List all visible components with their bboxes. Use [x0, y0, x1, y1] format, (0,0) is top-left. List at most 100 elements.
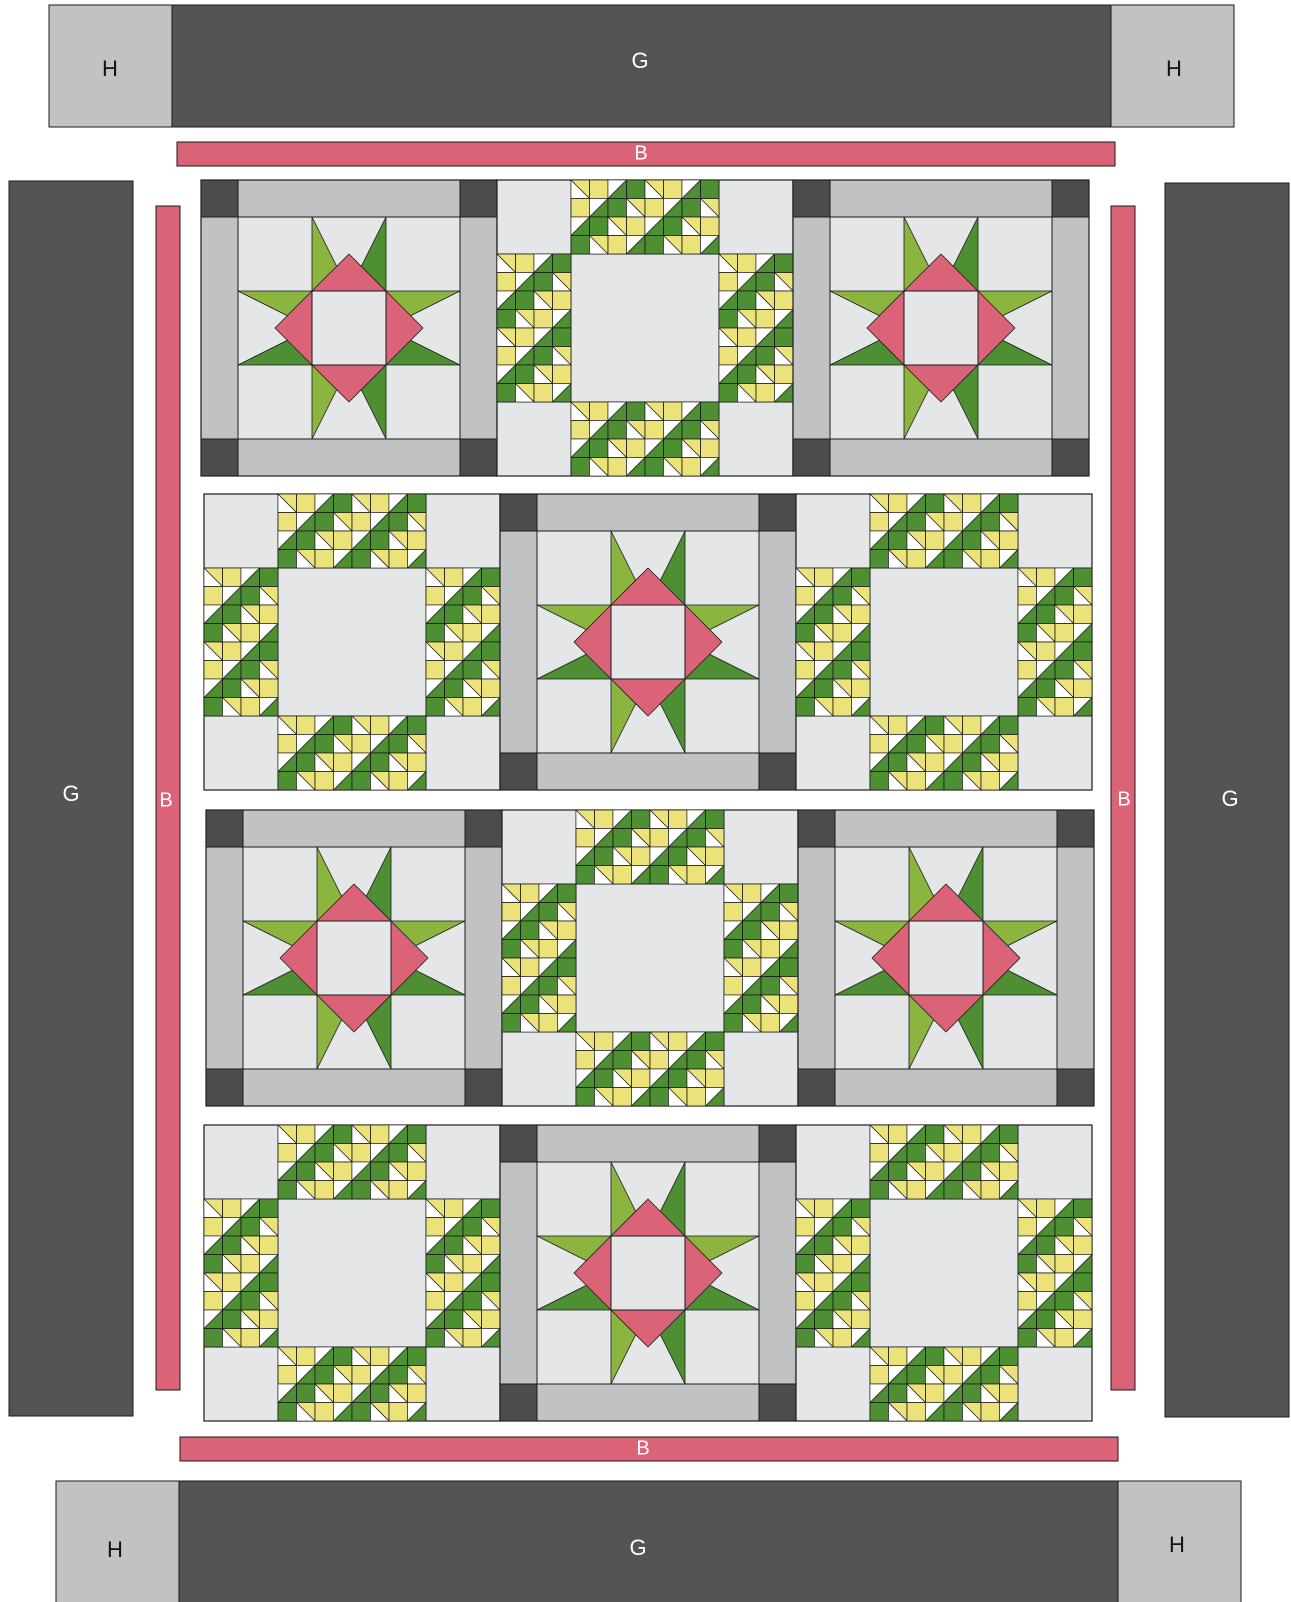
chain-strip-square — [534, 347, 553, 366]
chain-strip-square — [576, 1051, 595, 1070]
chain-strip-square — [571, 199, 590, 218]
chain-strip-square — [278, 550, 297, 569]
chain-strip-square — [627, 402, 646, 421]
chain-unit — [870, 494, 944, 568]
sashing-cornerstone — [460, 180, 497, 217]
chain-strip-square — [497, 384, 516, 403]
chain-unit — [870, 716, 944, 790]
chain-center-square — [278, 1199, 426, 1347]
chain-strip-square — [963, 531, 982, 550]
chain-strip-square — [223, 605, 242, 624]
chain-strip-square — [650, 866, 669, 885]
chain-strip-square — [907, 1403, 926, 1422]
chain-strip-square — [426, 624, 445, 643]
sashing-cornerstone — [500, 1125, 537, 1162]
chain-strip-square — [1055, 1255, 1074, 1274]
chain-unit — [278, 1125, 352, 1199]
chain-strip-square — [796, 1292, 815, 1311]
chain-strip-square — [260, 568, 279, 587]
chain-strip-square — [371, 531, 390, 550]
chain-strip-square — [743, 995, 762, 1014]
chain-strip-square — [687, 1051, 706, 1070]
chain-strip-square — [260, 679, 279, 698]
chain-strip-square — [701, 402, 720, 421]
chain-strip-square — [796, 1255, 815, 1274]
chain-strip-square — [761, 1014, 780, 1033]
chain-strip-square — [1018, 587, 1037, 606]
chain-strip-square — [756, 384, 775, 403]
star-block — [500, 1125, 796, 1421]
chain-unit — [944, 1347, 1018, 1421]
chain-strip-square — [889, 1347, 908, 1366]
chain-strip-square — [907, 1144, 926, 1163]
star-center-square — [909, 921, 983, 995]
chain-strip-square — [539, 940, 558, 959]
chain-strip-square — [926, 1384, 945, 1403]
chain-strip-square — [775, 365, 794, 384]
chain-strip-square — [981, 772, 1000, 791]
chain-strip-square — [926, 531, 945, 550]
chain-strip-square — [963, 753, 982, 772]
chain-strip-square — [926, 1162, 945, 1181]
chain-unit — [870, 1125, 944, 1199]
chain-strip-square — [608, 236, 627, 255]
chain-strip-square — [963, 716, 982, 735]
chain-strip-square — [278, 513, 297, 532]
chain-strip-square — [775, 328, 794, 347]
chain-unit — [571, 180, 645, 254]
chain-strip-square — [907, 1181, 926, 1200]
chain-strip-square — [521, 921, 540, 940]
chain-strip-square — [632, 1032, 651, 1051]
chain-strip-square — [278, 1403, 297, 1422]
chain-strip-square — [371, 716, 390, 735]
chain-strip-square — [576, 1088, 595, 1107]
chain-unit — [944, 1125, 1018, 1199]
chain-strip-square — [645, 458, 664, 477]
chain-strip-square — [780, 884, 799, 903]
chain-strip-square — [669, 810, 688, 829]
chain-strip-square — [701, 217, 720, 236]
chain-strip-square — [889, 753, 908, 772]
chain-strip-square — [815, 1273, 834, 1292]
chain-strip-square — [590, 180, 609, 199]
chain-strip-square — [669, 1069, 688, 1088]
chain-strip-square — [315, 1144, 334, 1163]
star-block — [201, 180, 497, 476]
chain-unit — [502, 958, 576, 1032]
chain-strip-square — [571, 236, 590, 255]
chain-strip-square — [445, 642, 464, 661]
star-block — [798, 810, 1094, 1106]
chain-strip-square — [870, 1144, 889, 1163]
chain-strip-square — [389, 1144, 408, 1163]
chain-strip-square — [613, 866, 632, 885]
chain-strip-square — [539, 1014, 558, 1033]
bottom-outer-border — [56, 1481, 1241, 1602]
chain-strip-square — [870, 772, 889, 791]
chain-unit — [796, 642, 870, 716]
chain-strip-square — [445, 605, 464, 624]
chain-strip-square — [463, 1218, 482, 1237]
chain-strip-square — [223, 568, 242, 587]
chain-unit — [719, 328, 793, 402]
chain-strip-square — [502, 940, 521, 959]
chain-strip-square — [870, 550, 889, 569]
chain-strip-square — [632, 1069, 651, 1088]
chain-strip-square — [613, 829, 632, 848]
chain-unit — [944, 494, 1018, 568]
chain-strip-square — [1000, 716, 1019, 735]
chain-strip-square — [445, 1199, 464, 1218]
chain-strip-square — [870, 1366, 889, 1385]
sashing-cornerstone — [798, 810, 835, 847]
chain-strip-square — [204, 1292, 223, 1311]
chain-strip-square — [701, 180, 720, 199]
star-center-square — [611, 1236, 685, 1310]
chain-strip-square — [889, 494, 908, 513]
chain-unit — [278, 494, 352, 568]
chain-strip-square — [352, 513, 371, 532]
chain-strip-square — [278, 1181, 297, 1200]
chain-strip-square — [278, 772, 297, 791]
sashing-cornerstone — [465, 810, 502, 847]
sashing-cornerstone — [460, 439, 497, 476]
chain-strip-square — [297, 716, 316, 735]
chain-strip-square — [595, 1032, 614, 1051]
